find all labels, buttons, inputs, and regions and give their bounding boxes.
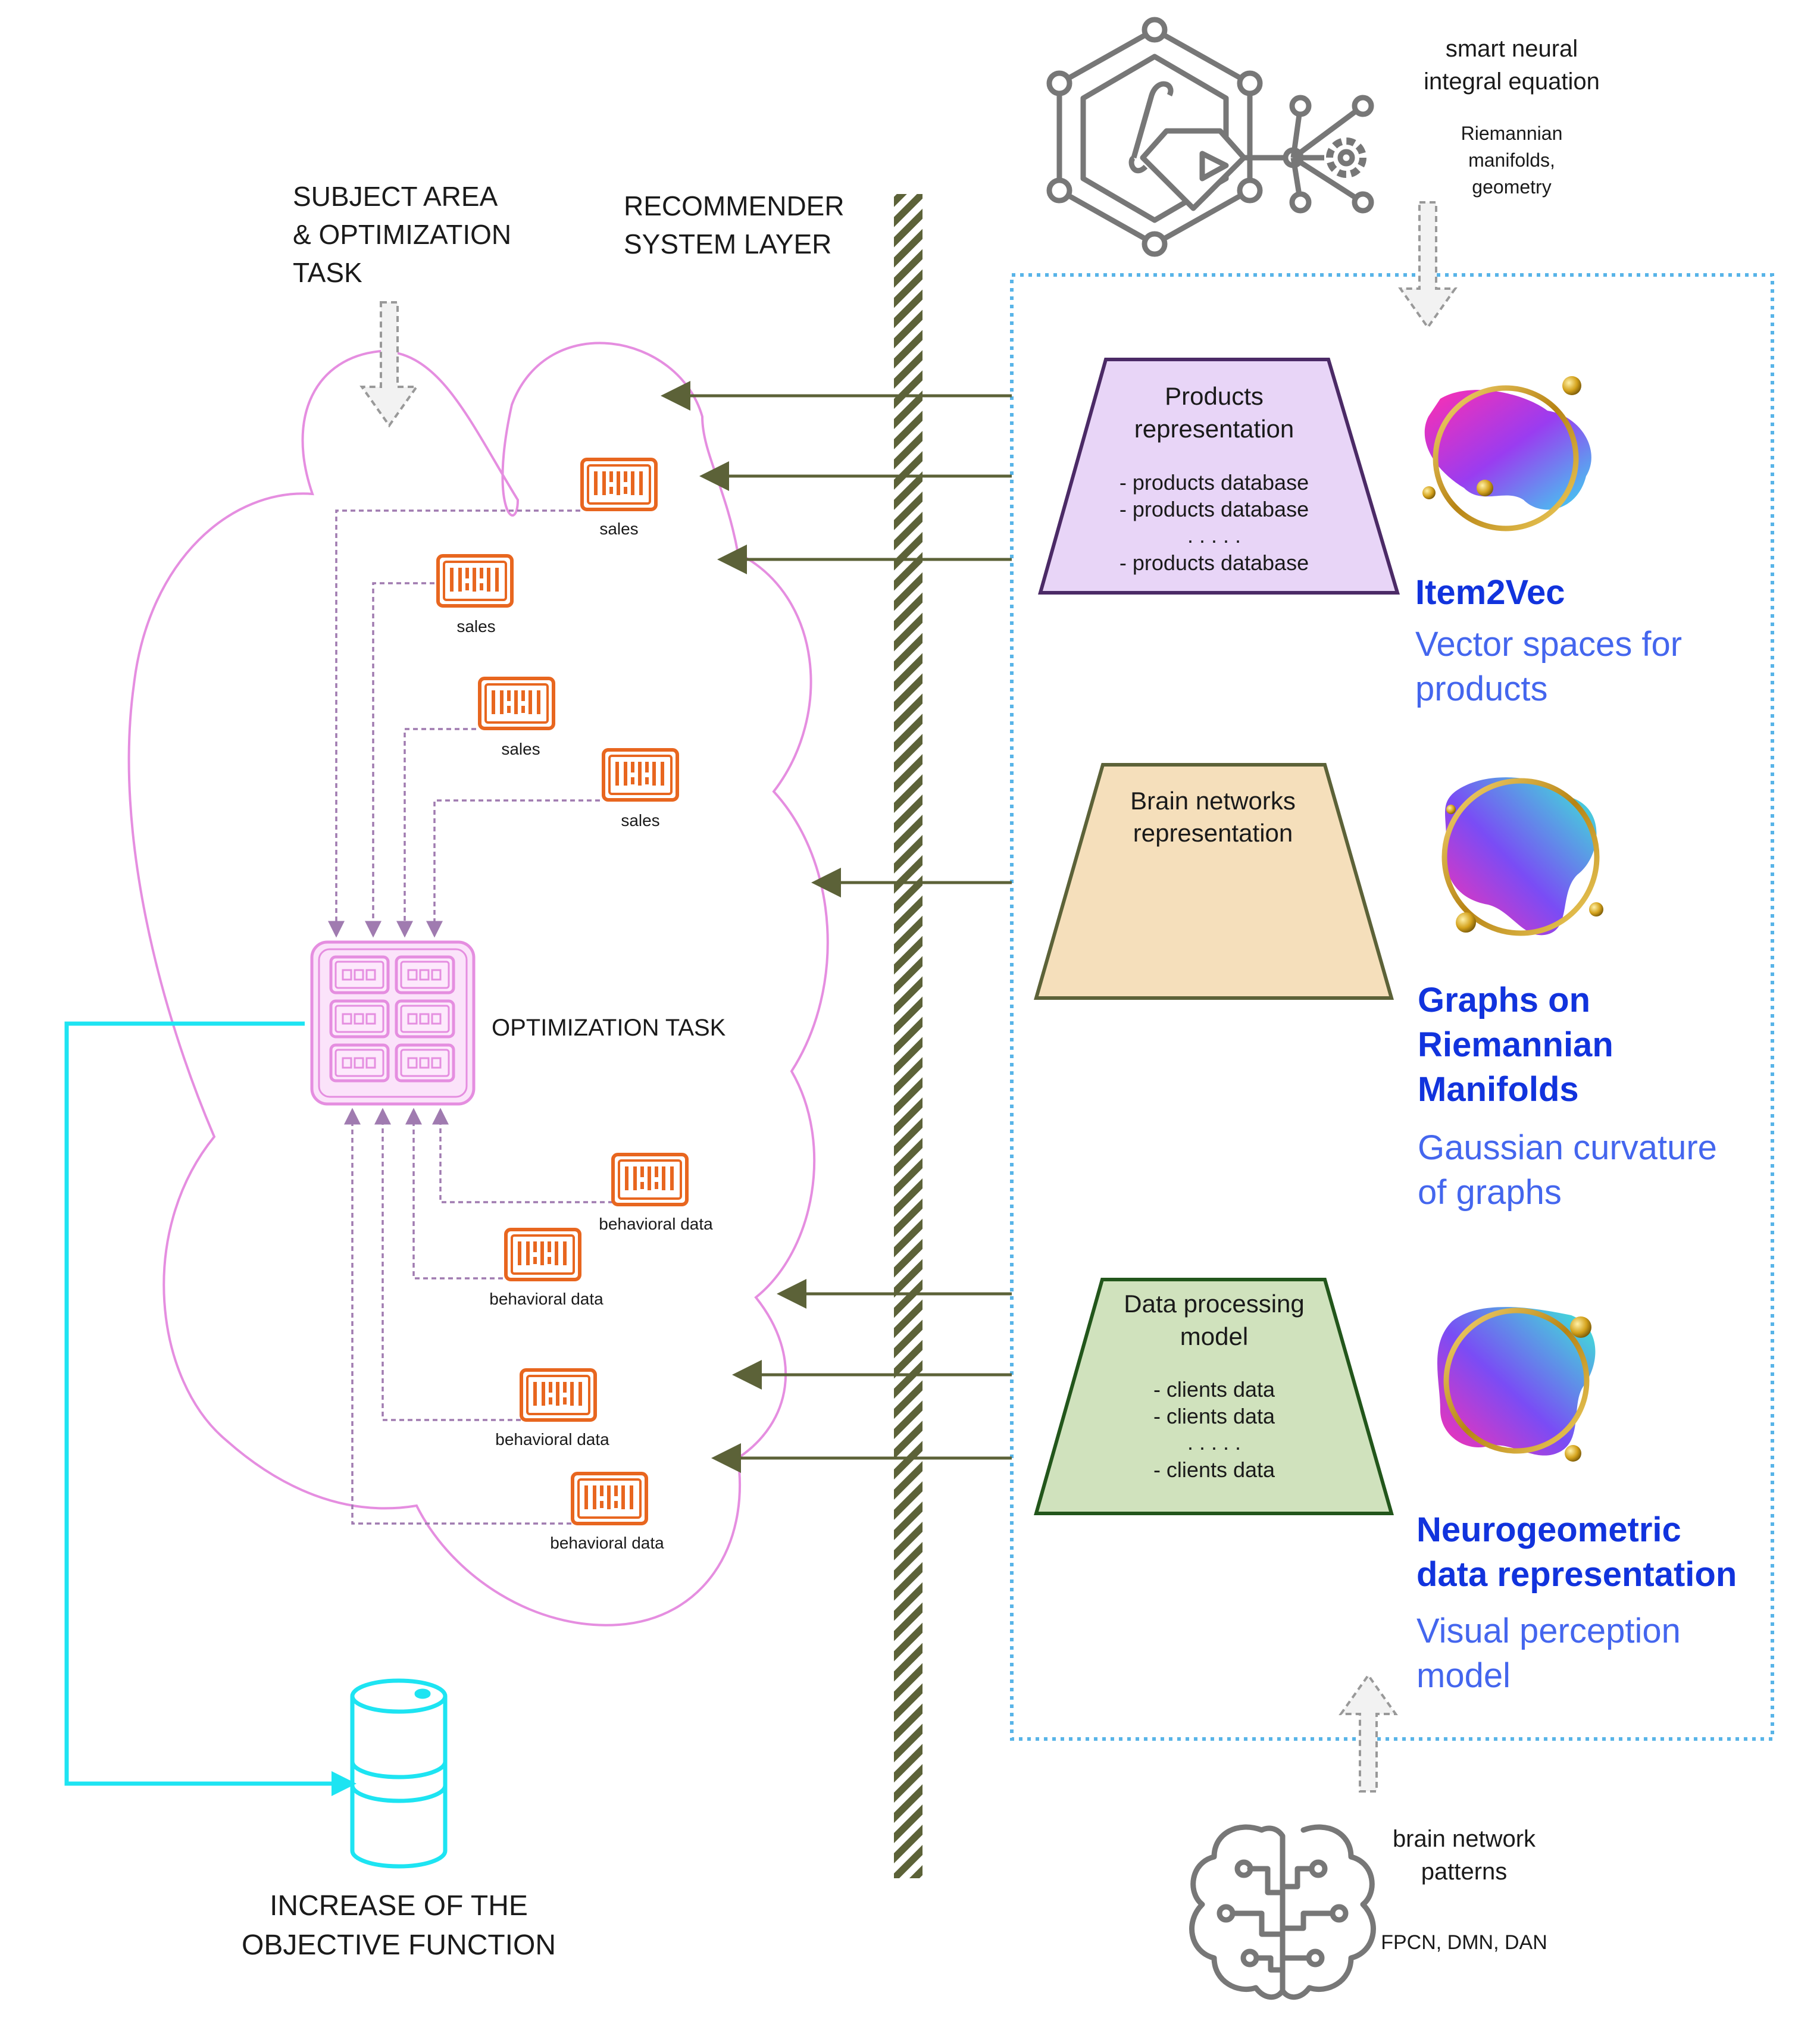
sales-card-2-label: sales bbox=[456, 617, 495, 636]
subject-area-line-3: TASK bbox=[293, 257, 362, 288]
products-item-1: - products database bbox=[1119, 470, 1309, 495]
integral-sub-3: geometry bbox=[1472, 176, 1551, 198]
data-title-2: model bbox=[1180, 1322, 1248, 1350]
opt-cell bbox=[329, 1043, 390, 1083]
optimization-task-label: OPTIMIZATION TASK bbox=[492, 1015, 726, 1041]
behavioral-card-3-label: behavioral data bbox=[495, 1430, 609, 1449]
sales-cards: sales sales sales sales bbox=[436, 458, 679, 830]
integral-equation-label: smart neural integral equation Riemannia… bbox=[1424, 36, 1600, 198]
brain-networks-box: Brain networks representation bbox=[1034, 763, 1394, 1000]
graphs-title-2: Riemannian bbox=[1418, 1025, 1613, 1064]
graphs-blob-image bbox=[1441, 777, 1603, 936]
subject-area-line-1: SUBJECT AREA bbox=[293, 181, 498, 212]
item2vec-title: Item2Vec bbox=[1415, 573, 1565, 612]
item2vec-blob-image bbox=[1422, 376, 1591, 531]
subject-area-line-2: & OPTIMIZATION bbox=[293, 219, 511, 250]
item2vec-sub-1: Vector spaces for bbox=[1415, 625, 1682, 664]
sales-connectors bbox=[328, 509, 600, 938]
optimization-task-icon bbox=[310, 940, 476, 1106]
graphs-sub-2: of graphs bbox=[1418, 1173, 1562, 1212]
opt-cell bbox=[329, 999, 390, 1039]
data-processing-box: Data processing model - clients data - c… bbox=[1034, 1278, 1394, 1515]
neuro-sub-1: Visual perception bbox=[1416, 1612, 1681, 1650]
behavioral-card-3: behavioral data bbox=[495, 1368, 609, 1449]
data-item-4: - clients data bbox=[1153, 1457, 1275, 1482]
behavioral-card-2-label: behavioral data bbox=[489, 1290, 603, 1308]
data-item-3: . . . . . bbox=[1187, 1430, 1241, 1455]
products-item-4: - products database bbox=[1119, 550, 1309, 575]
recommender-line-1: RECOMMENDER bbox=[624, 190, 845, 221]
integral-down-arrow bbox=[1398, 201, 1458, 330]
brain-network-icon bbox=[1189, 1824, 1376, 2000]
neuro-blob-image bbox=[1437, 1307, 1596, 1462]
integral-network-icon bbox=[1046, 17, 1374, 257]
opt-cell bbox=[395, 955, 455, 994]
recommender-line-2: SYSTEM LAYER bbox=[624, 229, 831, 259]
neuro-text: Neurogeometric data representation Visua… bbox=[1416, 1510, 1737, 1695]
brain-up-arrow bbox=[1339, 1673, 1398, 1793]
behavioral-card-1-label: behavioral data bbox=[599, 1215, 713, 1233]
objective-arrow bbox=[64, 1021, 357, 1796]
brain-patterns-title-2: patterns bbox=[1421, 1859, 1508, 1885]
brain-patterns-title-1: brain network bbox=[1393, 1826, 1536, 1852]
graphs-sub-1: Gaussian curvature bbox=[1418, 1128, 1717, 1167]
sales-card-3-label: sales bbox=[501, 740, 540, 758]
products-item-3: . . . . . bbox=[1187, 523, 1241, 548]
layer-arrows bbox=[661, 381, 1012, 1473]
recommender-layer-label: RECOMMENDER SYSTEM LAYER bbox=[624, 190, 845, 259]
integral-title-2: integral equation bbox=[1424, 68, 1600, 95]
neuro-sub-2: model bbox=[1416, 1656, 1511, 1695]
opt-cell bbox=[395, 999, 455, 1039]
behavioral-connectors bbox=[344, 1108, 613, 1525]
behavioral-card-2: behavioral data bbox=[489, 1228, 603, 1308]
objective-line-2: OBJECTIVE FUNCTION bbox=[242, 1929, 556, 1961]
sales-card-4-label: sales bbox=[621, 811, 659, 830]
products-title-2: representation bbox=[1134, 415, 1294, 443]
objective-label: INCREASE OF THE OBJECTIVE FUNCTION bbox=[242, 1890, 556, 1961]
brain-title-1: Brain networks bbox=[1130, 787, 1296, 815]
recommender-layer-bar bbox=[894, 194, 922, 1878]
products-item-2: - products database bbox=[1119, 497, 1309, 521]
brain-patterns-sub: FPCN, DMN, DAN bbox=[1381, 1931, 1547, 1954]
graphs-text: Graphs on Riemannian Manifolds Gaussian … bbox=[1418, 981, 1717, 1212]
sales-card-4: sales bbox=[602, 748, 679, 830]
integral-sub-2: manifolds, bbox=[1468, 149, 1555, 171]
sales-card-1-label: sales bbox=[599, 520, 638, 538]
graphs-title-3: Manifolds bbox=[1418, 1070, 1579, 1109]
neuro-title-2: data representation bbox=[1416, 1555, 1737, 1594]
objective-line-1: INCREASE OF THE bbox=[270, 1890, 528, 1922]
opt-cell bbox=[395, 1043, 455, 1083]
neuro-title-1: Neurogeometric bbox=[1416, 1510, 1681, 1549]
data-item-1: - clients data bbox=[1153, 1377, 1275, 1402]
graphs-title-1: Graphs on bbox=[1418, 981, 1590, 1019]
brain-title-2: representation bbox=[1133, 819, 1293, 847]
data-item-2: - clients data bbox=[1153, 1404, 1275, 1428]
subject-area-cloud bbox=[127, 342, 829, 1626]
subject-area-down-arrow bbox=[359, 301, 419, 428]
integral-sub-1: Riemannian bbox=[1461, 123, 1563, 144]
behavioral-cards: behavioral data behavioral data behavioral… bbox=[489, 1153, 713, 1552]
data-title-1: Data processing bbox=[1124, 1290, 1305, 1318]
subject-area-label: SUBJECT AREA & OPTIMIZATION TASK bbox=[293, 181, 511, 288]
sales-card-3: sales bbox=[478, 677, 555, 758]
products-title-1: Products bbox=[1165, 382, 1264, 410]
objective-database-icon bbox=[350, 1678, 448, 1869]
sales-card-2: sales bbox=[436, 554, 514, 636]
integral-title-1: smart neural bbox=[1446, 36, 1578, 62]
item2vec-text: Item2Vec Vector spaces for products bbox=[1415, 573, 1682, 708]
products-box: Products representation - products datab… bbox=[1038, 358, 1400, 595]
behavioral-card-4-label: behavioral data bbox=[550, 1534, 664, 1552]
opt-cell bbox=[329, 955, 390, 994]
behavioral-card-1: behavioral data bbox=[599, 1153, 713, 1233]
item2vec-sub-2: products bbox=[1415, 670, 1547, 708]
representation-container bbox=[1010, 273, 1774, 1741]
brain-patterns-label: brain network patterns FPCN, DMN, DAN bbox=[1381, 1826, 1547, 1954]
sales-card-1: sales bbox=[580, 458, 658, 538]
behavioral-card-4: behavioral data bbox=[550, 1472, 664, 1552]
